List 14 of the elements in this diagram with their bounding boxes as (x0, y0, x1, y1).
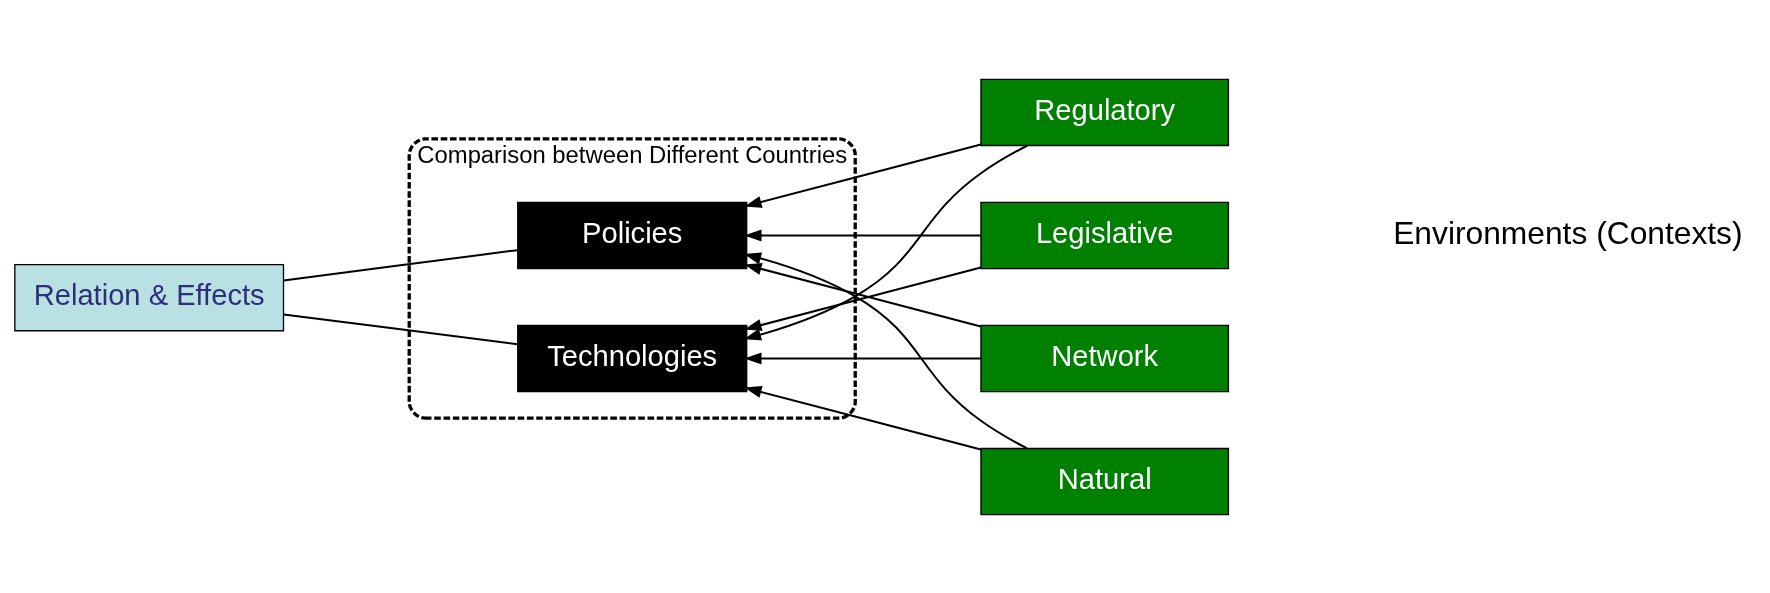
arrow (744, 143, 982, 208)
label: Environments (Contexts) (1393, 214, 1743, 251)
node-box: Relation & Effects (14, 263, 285, 331)
node-box: Legislative (980, 201, 1230, 269)
connector (282, 248, 519, 281)
node-box: Technologies (517, 324, 748, 392)
arrow (744, 385, 982, 450)
arrow (744, 228, 982, 241)
node-box: Network (980, 324, 1230, 392)
node-box: Natural (980, 447, 1230, 515)
node-box: Policies (517, 201, 748, 269)
connector (282, 313, 519, 345)
arrow (744, 352, 982, 365)
node-box: Regulatory (980, 78, 1230, 146)
